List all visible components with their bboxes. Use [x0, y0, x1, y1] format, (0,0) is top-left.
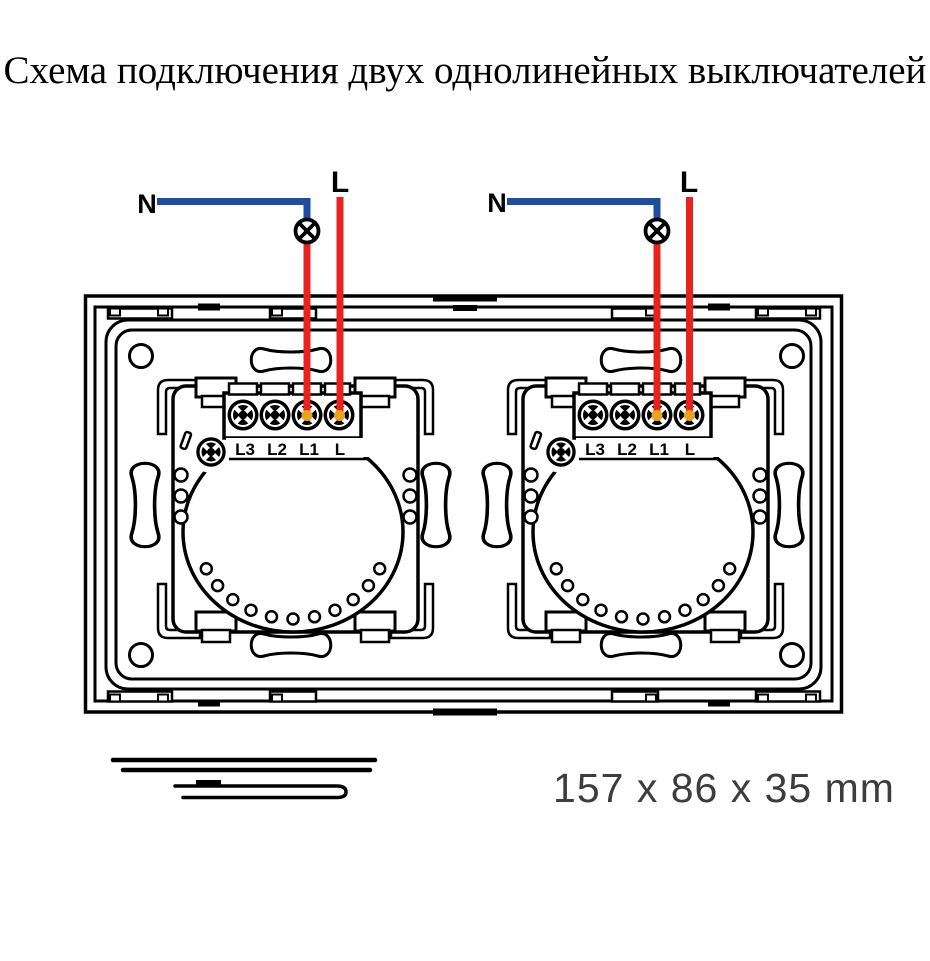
lamp-cross — [297, 221, 317, 241]
terminal-slots — [577, 382, 702, 396]
terminal-slots — [227, 382, 352, 396]
line-label: L — [680, 166, 698, 199]
terminal-label-l1: L1 — [649, 440, 669, 459]
neutral-wire — [157, 198, 311, 220]
terminal-screw-l2 — [260, 400, 291, 431]
terminal-screw-l3 — [578, 400, 609, 431]
terminal-screw-l3 — [228, 400, 259, 431]
mounting-screw — [546, 437, 575, 466]
terminal-label-l2: L2 — [617, 440, 637, 459]
side-bumps — [523, 467, 768, 525]
switch-unit-left: L3 L2 L1 L — [156, 376, 435, 644]
plate-corner-clips — [544, 376, 747, 644]
terminal-screw-l2 — [610, 400, 641, 431]
neutral-label: N — [137, 189, 157, 219]
terminal-contact-l — [684, 410, 695, 421]
neutral-label: N — [487, 188, 507, 218]
terminal-label-l: L — [335, 440, 345, 459]
terminal-label-l: L — [685, 440, 695, 459]
wiring-right: N L — [487, 166, 698, 421]
neutral-wire — [507, 198, 661, 220]
terminal-contact-l1 — [651, 410, 663, 421]
wiring-left: N L — [137, 166, 349, 421]
terminal-contact-l — [334, 410, 345, 421]
plate-slit — [179, 430, 193, 451]
terminal-label-l3: L3 — [585, 440, 605, 459]
plate-corner-clips — [194, 376, 397, 644]
label-row — [226, 438, 372, 457]
plate-slit — [529, 430, 543, 451]
mounting-hole-top-left — [128, 343, 154, 369]
terminal-label-l1: L1 — [299, 440, 319, 459]
lamp-cross — [647, 221, 667, 241]
terminal-label-l3: L3 — [235, 440, 255, 459]
line-label: L — [331, 166, 349, 199]
mounting-hole-bottom-left — [128, 642, 154, 668]
barrel-perforations — [549, 562, 737, 626]
frame-bottom-clips — [106, 690, 822, 716]
terminal-label-l2: L2 — [267, 440, 287, 459]
mounting-screw — [196, 437, 225, 466]
side-profile-view — [110, 757, 378, 800]
terminal-contact-l1 — [301, 410, 313, 421]
mounting-hole-bottom-right — [779, 642, 805, 668]
mounting-claws — [506, 378, 785, 640]
mounting-hole-top-right — [779, 343, 805, 369]
label-row — [576, 438, 722, 457]
frame-inner-rounded-rect-2 — [114, 328, 813, 681]
side-bumps — [173, 467, 418, 525]
switch-unit-right: L3 L2 L1 L — [506, 376, 785, 644]
dimensions-label: 157 x 86 x 35 mm — [553, 765, 895, 811]
page-title: Схема подключения двух однолинейных выкл… — [3, 49, 927, 92]
barrel-perforations — [199, 562, 387, 626]
